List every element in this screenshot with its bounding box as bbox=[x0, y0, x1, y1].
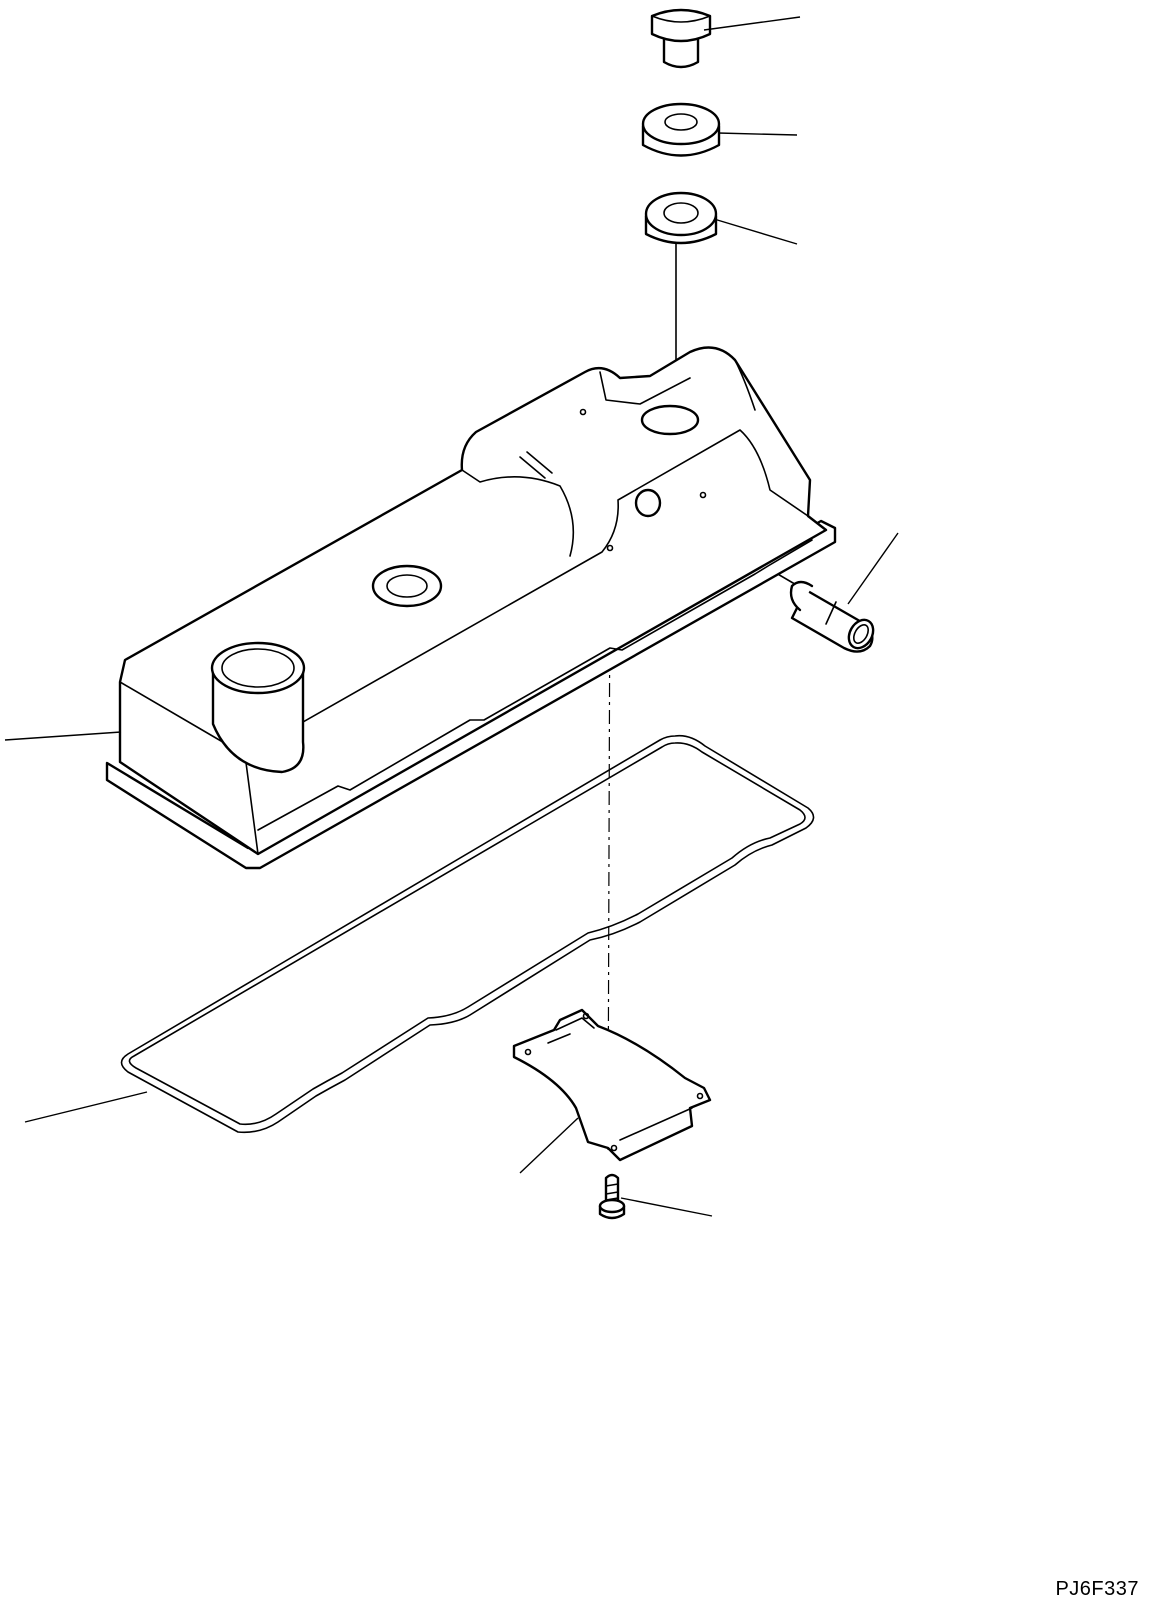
leader-cap-nut bbox=[703, 16, 801, 31]
baffle-plate-icon bbox=[512, 1008, 712, 1162]
breather-pipe-icon bbox=[789, 580, 875, 653]
leader-breather-pipe bbox=[847, 532, 899, 605]
leader-lower-seal bbox=[713, 218, 798, 245]
drawing-reference-code: PJ6F337 bbox=[1055, 1578, 1139, 1600]
leader-mounting-bolt bbox=[620, 1197, 713, 1217]
cap-nut-icon bbox=[650, 8, 712, 69]
mounting-bolt-icon bbox=[598, 1173, 626, 1220]
valve-cover-icon bbox=[105, 346, 837, 870]
cover-gasket-icon bbox=[120, 734, 815, 1134]
leader-cover-gasket bbox=[24, 1091, 148, 1123]
upper-washer-icon bbox=[641, 102, 721, 157]
leader-upper-washer bbox=[717, 132, 798, 136]
leader-valve-cover bbox=[4, 731, 122, 741]
leader-baffle-plate bbox=[519, 1117, 579, 1174]
lower-seal-icon bbox=[644, 191, 718, 245]
